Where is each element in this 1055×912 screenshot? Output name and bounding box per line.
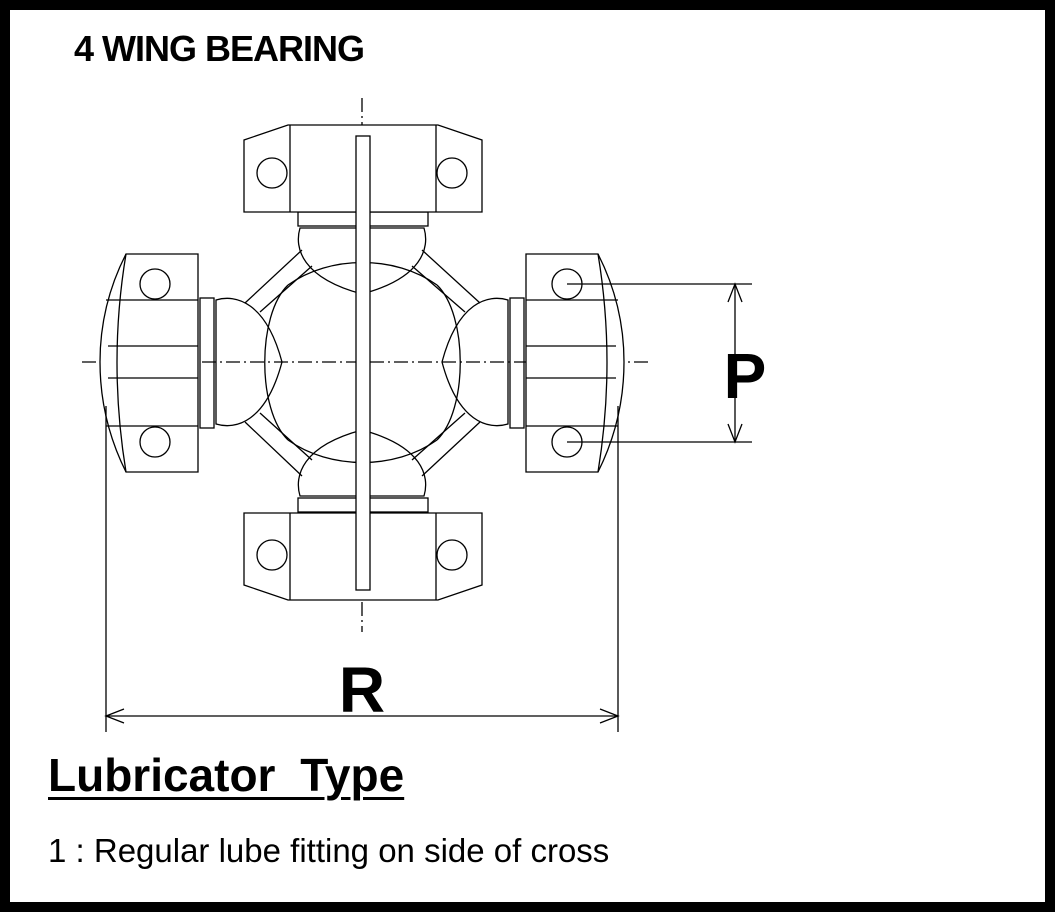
diagram-frame: 4 WING BEARING [10,10,1045,902]
diagram-title: 4 WING BEARING [74,28,365,69]
bearing-cap-left [99,253,199,473]
dimension-r [104,406,620,732]
dimension-r-label: R [339,654,385,726]
tie-plate [355,135,371,591]
dimension-p-label: P [724,340,767,412]
lubricator-heading: Lubricator Type [48,749,405,801]
bearing-cap-right [525,253,625,473]
trunnion-left [199,297,283,429]
dimension-p [567,282,752,444]
trunnion-right [441,297,525,429]
bearing-drawing: P R [82,98,767,732]
lubricator-item: 1 : Regular lube fitting on side of cros… [48,832,610,869]
